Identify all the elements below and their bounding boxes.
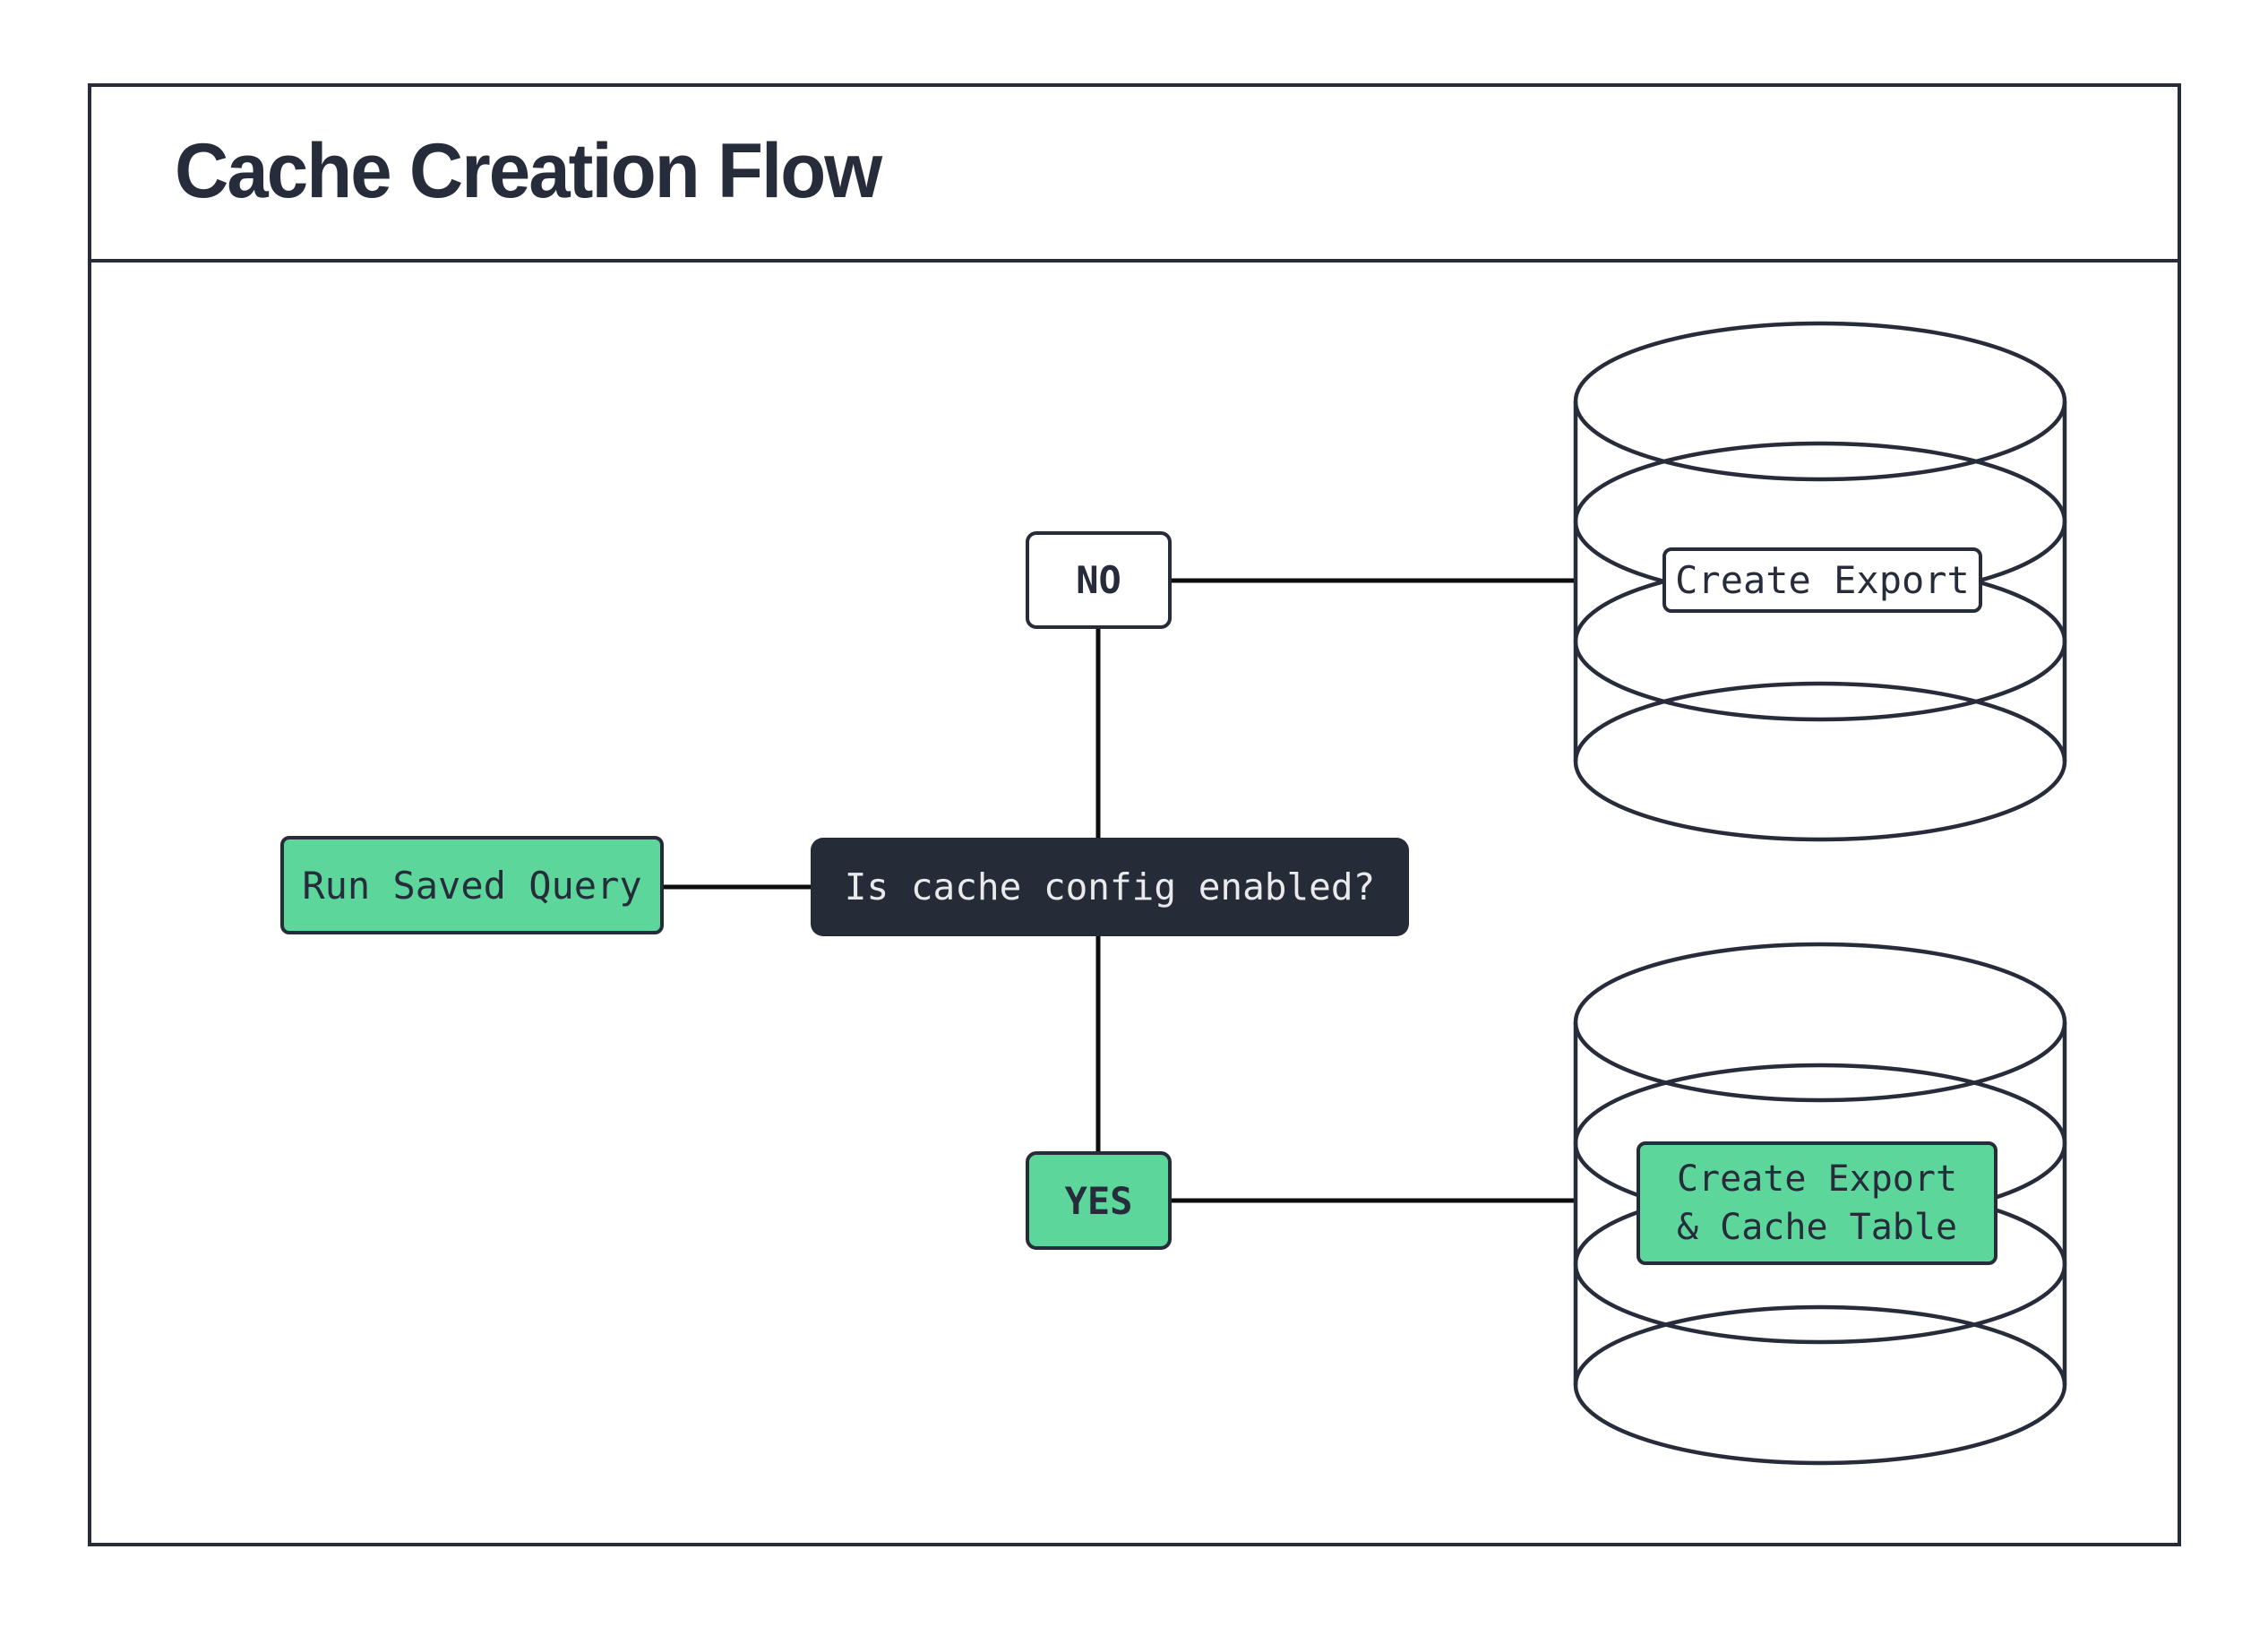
diagram-frame — [88, 83, 2181, 1546]
cache-config-decision-label: Is cache config enabled? — [844, 865, 1376, 908]
yes-branch-node: YES — [1026, 1151, 1172, 1250]
create-export-node: Create Export — [1662, 547, 1982, 613]
title-bar: Cache Creation Flow — [88, 83, 2181, 263]
page-title: Cache Creation Flow — [175, 127, 882, 214]
connectors — [664, 578, 1576, 1203]
create-export-label: Create Export — [1675, 558, 1970, 602]
no-branch-label: NO — [1076, 558, 1121, 602]
create-export-cache-table-line1: Create Export — [1676, 1158, 1958, 1200]
no-branch-node: NO — [1026, 531, 1172, 629]
yes-branch-label: YES — [1064, 1178, 1133, 1223]
run-saved-query-label: Run Saved Query — [302, 863, 642, 908]
cache-config-decision-node: Is cache config enabled? — [811, 838, 1409, 936]
run-saved-query-node: Run Saved Query — [280, 836, 664, 934]
create-export-cache-table-node: Create Export & Cache Table — [1637, 1141, 1997, 1265]
create-export-cache-table-line2: & Cache Table — [1676, 1207, 1958, 1248]
